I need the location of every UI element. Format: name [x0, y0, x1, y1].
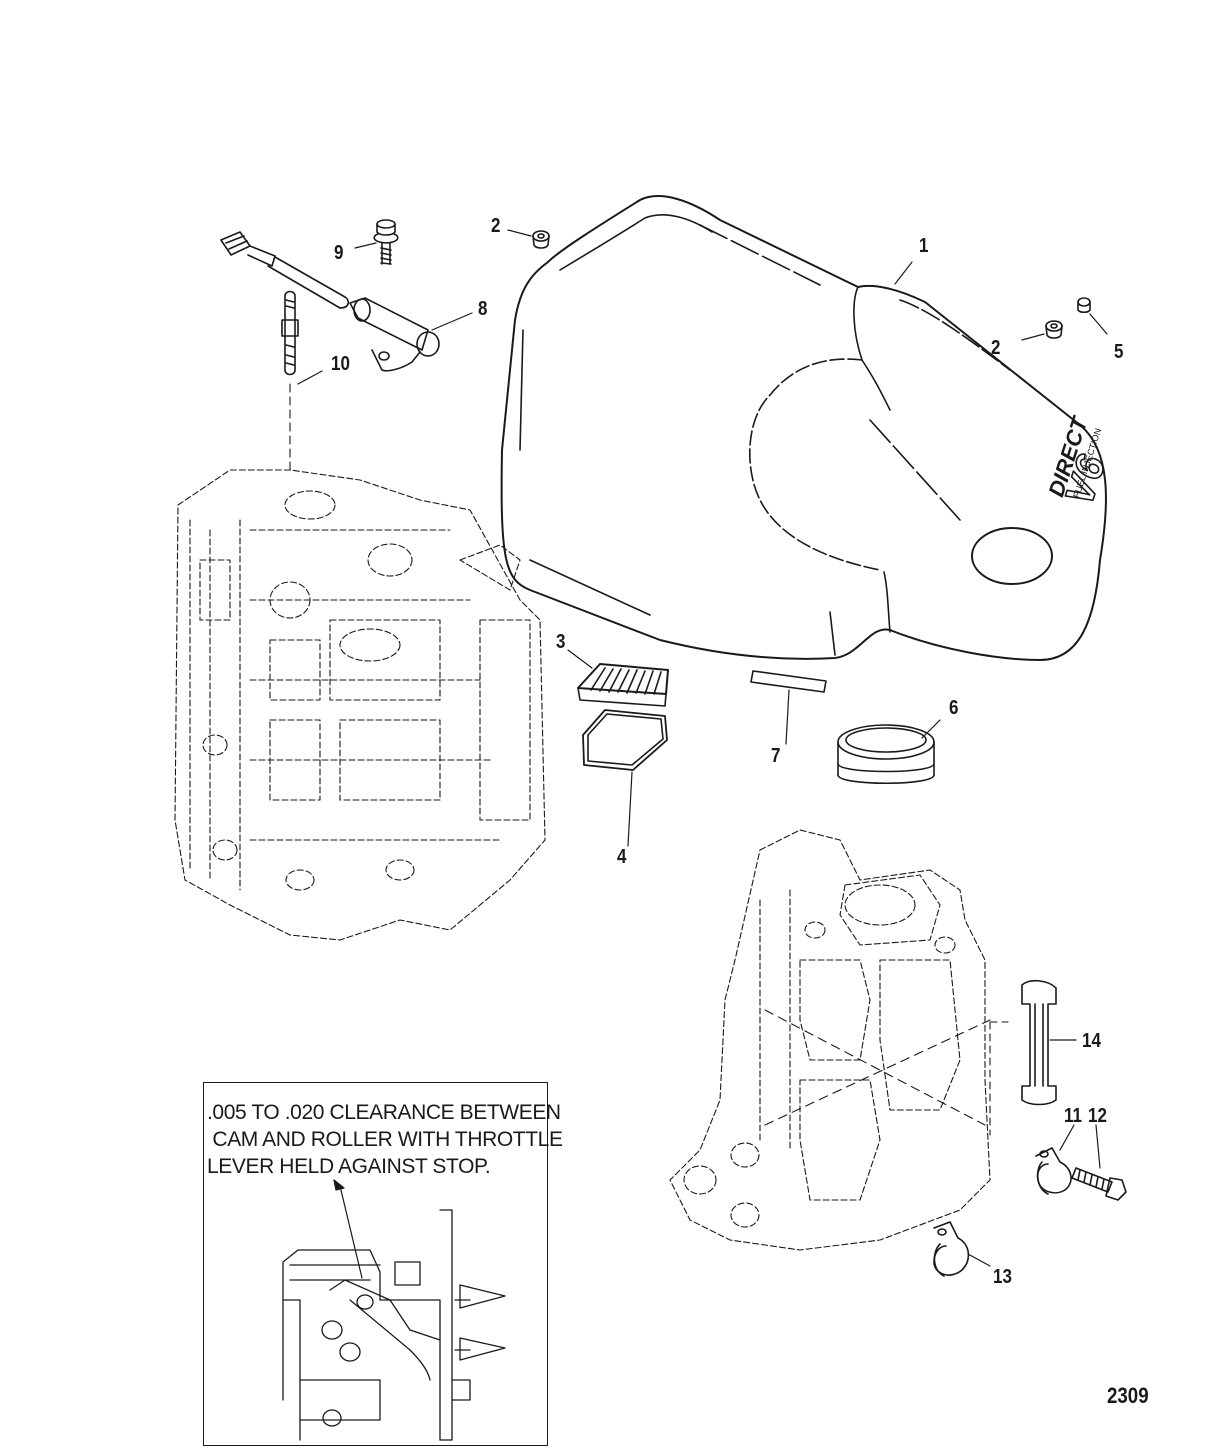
sensor-harness-part-8 — [220, 231, 440, 372]
gasket-part-4 — [582, 709, 668, 771]
callout-2-top: 2 — [491, 215, 501, 237]
clearance-note: .005 TO .020 CLEARANCE BETWEEN CAM AND R… — [207, 1099, 563, 1180]
ring-part-6 — [837, 724, 935, 784]
fitting-part-10 — [281, 290, 299, 471]
callout-5: 5 — [1114, 341, 1124, 363]
callout-11: 11 — [1064, 1105, 1082, 1127]
callout-7: 7 — [771, 745, 781, 767]
clamp-part-13 — [933, 1221, 970, 1277]
grommet-part-2-right — [1045, 320, 1063, 339]
callout-6: 6 — [949, 697, 959, 719]
callout-4: 4 — [617, 846, 627, 868]
callout-14: 14 — [1082, 1030, 1101, 1052]
decal-part-7 — [750, 670, 827, 693]
grommet-part-2-top — [532, 230, 550, 249]
bolt-part-9 — [373, 219, 399, 265]
inset-throttle-detail — [282, 1179, 506, 1441]
clamp-part-11 — [1035, 1147, 1072, 1195]
callout-2-right: 2 — [991, 337, 1001, 359]
bracket-part-14 — [989, 979, 1057, 1136]
callout-12: 12 — [1088, 1105, 1107, 1127]
clearance-note-line-1: .005 TO .020 CLEARANCE BETWEEN — [207, 1101, 561, 1124]
callout-10: 10 — [331, 353, 350, 375]
inset-detail-frame — [203, 1082, 548, 1446]
leader-lines — [297, 229, 1108, 1267]
callout-3: 3 — [556, 631, 566, 653]
clearance-note-line-2: CAM AND ROLLER WITH THROTTLE — [207, 1128, 563, 1151]
spacer-part-5 — [1077, 297, 1091, 314]
bolt-part-12 — [1071, 1167, 1127, 1201]
callout-1: 1 — [919, 235, 929, 257]
engine-block — [174, 469, 546, 941]
air-filter-part-3 — [577, 663, 669, 707]
callout-9: 9 — [334, 242, 344, 264]
figure-number: 2309 — [1107, 1383, 1149, 1408]
engine-cover-part-1: DIRECT FUEL INJECTION V6 — [500, 195, 1115, 661]
callout-8: 8 — [478, 298, 488, 320]
intake-manifold — [669, 829, 991, 1251]
callout-13: 13 — [993, 1266, 1012, 1288]
clearance-note-line-3: LEVER HELD AGAINST STOP. — [207, 1155, 491, 1178]
